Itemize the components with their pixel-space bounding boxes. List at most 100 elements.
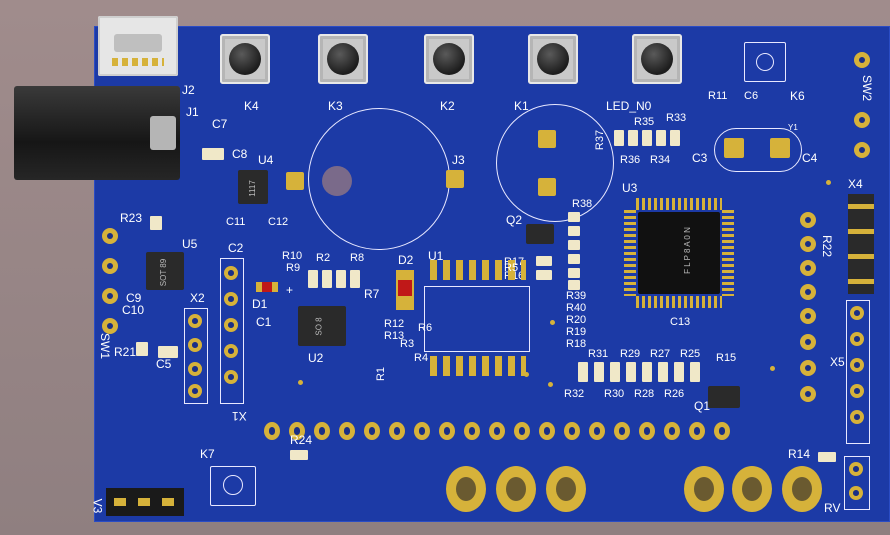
pad: [850, 306, 864, 320]
pad: [224, 344, 238, 358]
label-x1: X1: [232, 409, 247, 423]
label-k2: K2: [440, 99, 455, 113]
pad: [102, 288, 118, 304]
bottom-header-row: [264, 422, 734, 440]
label-r20: R20: [566, 314, 587, 326]
pad: [724, 138, 744, 158]
coil-outline: [496, 104, 614, 222]
label-r18: R18: [566, 338, 587, 350]
pad: [538, 178, 556, 196]
label-x4: X4: [848, 177, 863, 191]
chip-mark-u2: SO 8: [314, 317, 324, 336]
label-c2: C2: [228, 241, 244, 255]
ic-u1-outline: [424, 286, 530, 352]
capacitor: [202, 148, 224, 160]
label-r11: R11: [708, 90, 728, 102]
button-k7[interactable]: [210, 466, 256, 506]
pad: [224, 318, 238, 332]
button-k4[interactable]: [220, 34, 270, 84]
pad: [854, 52, 870, 68]
label-r1: R1: [375, 366, 388, 382]
label-r23: R23: [120, 211, 143, 225]
pad: [538, 130, 556, 148]
label-r28: R28: [634, 388, 655, 400]
label-r38: R38: [572, 198, 593, 210]
pad: [224, 292, 238, 306]
resistor: [656, 130, 666, 146]
resistor: [290, 450, 308, 460]
label-r19: R19: [566, 326, 587, 338]
label-r7: R7: [364, 287, 380, 301]
capacitor: [136, 342, 148, 356]
resistor: [674, 362, 684, 382]
label-u2: U2: [308, 351, 324, 365]
via: [826, 180, 831, 185]
header-x4: [848, 194, 874, 294]
label-j2: J2: [182, 83, 195, 97]
terminal-hole: [782, 466, 822, 512]
chip-mark-u3: F L P 8 A 0 N: [682, 227, 692, 274]
resistor: [614, 130, 624, 146]
resistor: [670, 130, 680, 146]
label-u1: U1: [428, 249, 444, 263]
ic-u1-pins-bottom: [430, 356, 526, 376]
label-x2: X2: [190, 291, 205, 305]
ic-u1-pins-top: [430, 260, 526, 280]
label-r30: R30: [604, 388, 625, 400]
label-u5: U5: [182, 237, 198, 251]
pad: [849, 486, 863, 500]
pad: [286, 172, 304, 190]
button-k1[interactable]: [528, 34, 578, 84]
pad: [446, 170, 464, 188]
buzzer-pad: [322, 166, 352, 196]
usb-connector: [98, 16, 178, 76]
label-c6: C6: [744, 90, 759, 102]
resistor: [568, 254, 580, 264]
label-r3: R3: [400, 338, 415, 350]
chip-mark-u5: SOT 89: [159, 258, 169, 287]
regulator-u5: SOT 89: [142, 248, 188, 294]
button-k3[interactable]: [318, 34, 368, 84]
pad: [800, 386, 816, 402]
label-c12: C12: [268, 216, 289, 228]
terminal-hole: [496, 466, 536, 512]
label-k1: K1: [514, 99, 529, 113]
button-k2[interactable]: [424, 34, 474, 84]
label-r37: R37: [594, 129, 607, 151]
label-c7: C7: [212, 117, 228, 131]
label-q2: Q2: [506, 213, 523, 227]
terminal-hole: [546, 466, 586, 512]
label-r22: R22: [820, 234, 835, 258]
header-x1: [220, 258, 244, 404]
label-c9: C9: [126, 291, 142, 305]
pad: [800, 334, 816, 350]
label-v3: V3: [90, 498, 105, 514]
label-k3: K3: [328, 99, 343, 113]
resistor: [628, 130, 638, 146]
label-c3: C3: [692, 151, 708, 165]
label-u3: U3: [622, 181, 638, 195]
label-r8: R8: [350, 252, 365, 264]
label-r33: R33: [666, 112, 687, 124]
label-y1: Y1: [788, 123, 798, 132]
resistor: [594, 362, 604, 382]
label-r5: R5: [504, 262, 519, 274]
mcu-u3: F L P 8 A 0 N: [624, 198, 734, 308]
pad: [224, 266, 238, 280]
pad: [188, 362, 202, 376]
resistor: [568, 268, 580, 278]
label-k4: K4: [244, 99, 259, 113]
pad: [800, 260, 816, 276]
resistor: [150, 216, 162, 230]
button-k6[interactable]: [744, 42, 786, 82]
label-j3: J3: [452, 153, 465, 167]
label-r31: R31: [588, 348, 609, 360]
pad: [800, 212, 816, 228]
button-led-no[interactable]: [632, 34, 682, 84]
label-r13: R13: [384, 330, 405, 342]
resistor: [350, 270, 360, 288]
pad: [800, 360, 816, 376]
resistor: [690, 362, 700, 382]
resistor: [568, 240, 580, 250]
regulator-u4: 1117: [228, 170, 278, 204]
